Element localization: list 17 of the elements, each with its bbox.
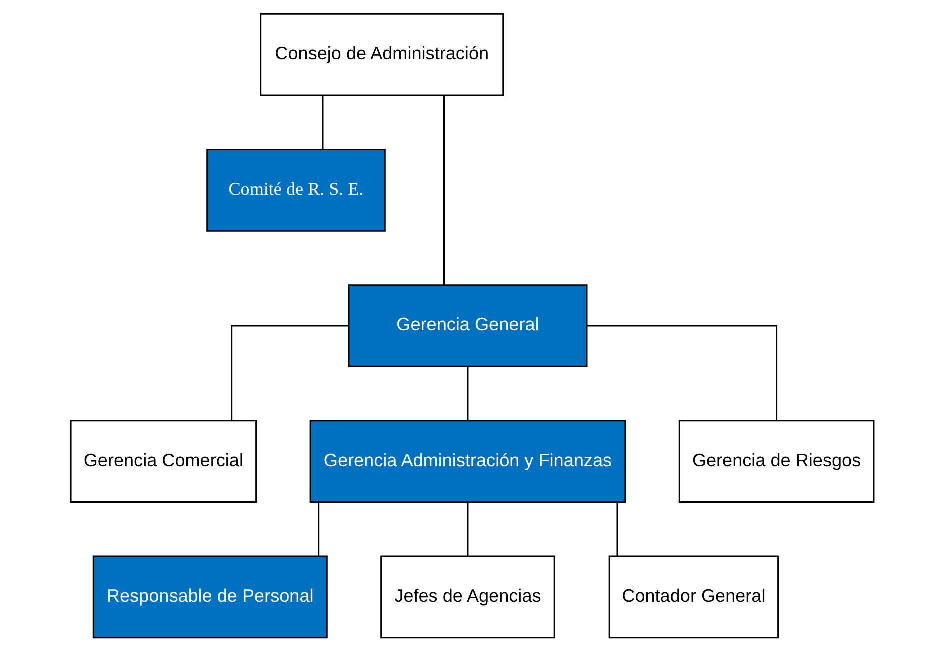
connector: [467, 366, 469, 420]
node-box: Jefes de Agencias: [380, 556, 556, 639]
connector: [616, 502, 618, 556]
connector: [231, 325, 349, 421]
connector: [444, 96, 445, 286]
connector: [322, 96, 324, 150]
node-box: Consejo de Administración: [260, 13, 504, 96]
node-box: Gerencia de Riesgos: [678, 420, 875, 503]
node-box: Gerencia Administración y Finanzas: [310, 420, 626, 503]
connector: [318, 502, 320, 556]
node-box: Gerencia General: [348, 284, 588, 368]
node-box: Responsable de Personal: [92, 556, 328, 639]
node-box: Contador General: [608, 556, 780, 639]
node-box: Gerencia Comercial: [70, 420, 258, 503]
node-box: Comité de R. S. E.: [206, 149, 386, 232]
connector: [467, 502, 469, 556]
connector: [587, 325, 778, 421]
